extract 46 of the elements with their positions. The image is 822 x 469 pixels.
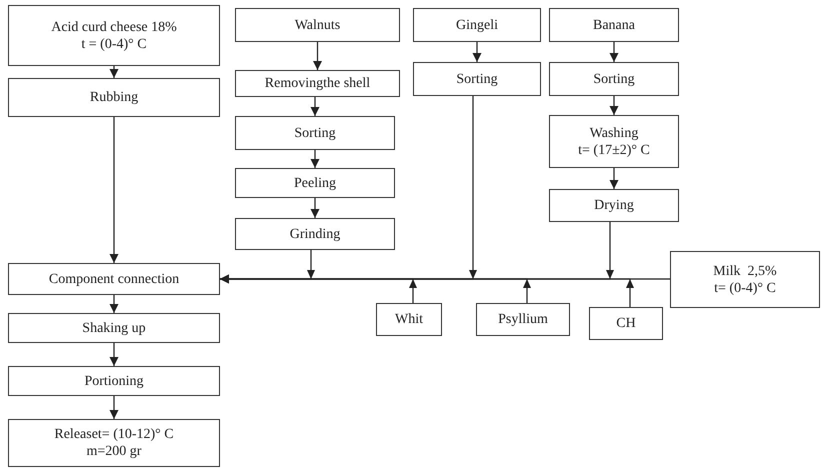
step-text: Removingthe shell (264, 75, 370, 92)
process-box (413, 62, 541, 96)
process-box (8, 263, 220, 295)
step-text: Acid curd cheese 18% (51, 18, 177, 36)
step-text: Sorting (456, 70, 498, 88)
process-box (549, 8, 679, 42)
step-text: Gingeli (456, 16, 498, 34)
step-text: t= (17±2)° C (578, 142, 650, 158)
step-text: Grinding (290, 226, 340, 242)
process-box (670, 251, 820, 308)
process-box (413, 8, 541, 42)
step-text: Peeling (294, 174, 336, 192)
process-box (235, 70, 400, 97)
process-box (8, 419, 220, 467)
process-box (235, 218, 395, 250)
step-text: Walnuts (294, 16, 340, 34)
step-text: Banana (593, 16, 635, 34)
process-box (8, 313, 220, 343)
step-text: Portioning (84, 372, 144, 390)
step-text: Drying (594, 197, 634, 214)
process-box (235, 116, 395, 150)
step-text: Component connection (48, 270, 180, 288)
step-text: Releaset= (10-12)° C (54, 426, 174, 443)
step-text: t = (0-4)° C (81, 36, 147, 52)
step-text: Psyllium (498, 311, 548, 328)
process-box (8, 78, 220, 117)
step-text: CH (616, 315, 636, 332)
process-box (589, 307, 663, 340)
process-box (476, 303, 570, 336)
step-text: Sorting (593, 70, 635, 88)
process-box (549, 189, 679, 222)
step-text: Rubbing (90, 89, 138, 106)
process-box (376, 303, 442, 336)
process-box (235, 8, 400, 42)
process-box (8, 5, 220, 66)
process-box (549, 62, 679, 96)
step-text: Milk 2,5% (713, 262, 777, 280)
step-text: Washing (590, 124, 638, 142)
step-text: t= (0-4)° C (714, 280, 776, 296)
step-text: Whit (395, 311, 423, 328)
step-text: Sorting (294, 124, 336, 142)
step-text: m=200 gr (86, 443, 142, 460)
process-box (549, 115, 679, 168)
process-box (8, 366, 220, 396)
step-text: Shaking up (82, 320, 146, 336)
process-box (235, 168, 395, 198)
